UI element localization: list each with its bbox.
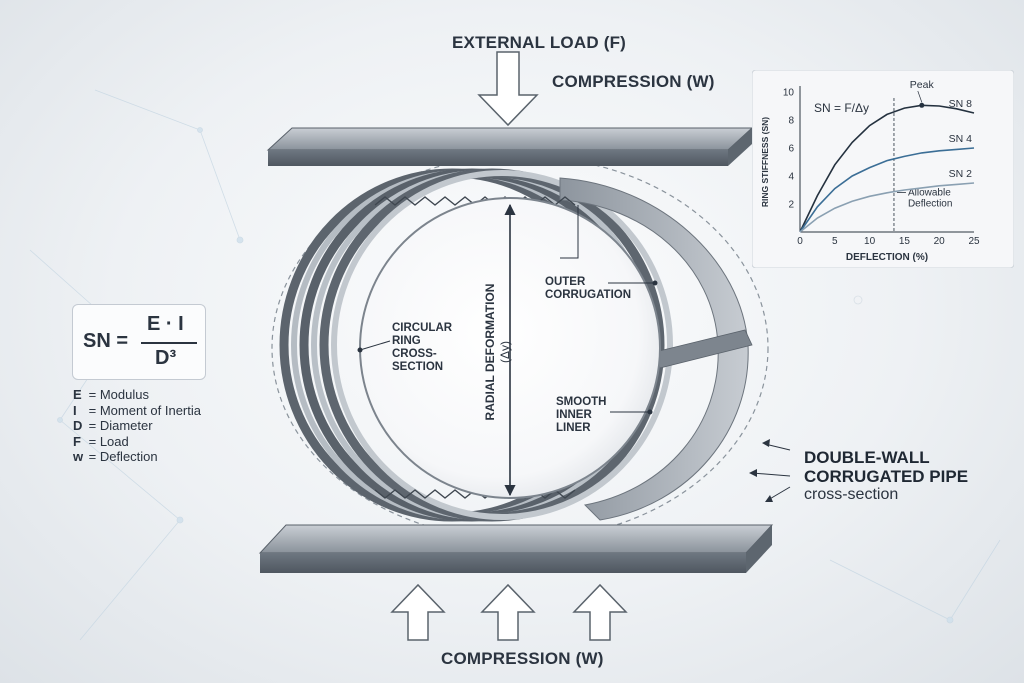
legend-item: D = Diameter: [73, 418, 201, 434]
bottom-plate: [258, 524, 774, 573]
legend-item: I = Moment of Inertia: [73, 403, 201, 419]
circular-ring-label: CIRCULAR RING CROSS- SECTION: [392, 322, 453, 373]
chart-equation: SN = F/Δy: [814, 101, 869, 115]
bottom-compression-arrows: [390, 583, 628, 641]
legend-symbol: E: [73, 387, 82, 402]
y-tick-label: 10: [783, 88, 795, 99]
legend-symbol: D: [73, 418, 83, 433]
legend-symbol: w: [73, 449, 84, 464]
leader-lines: [357, 205, 791, 501]
legend-item: F = Load: [73, 434, 201, 450]
pipe-subtitle: cross-section: [804, 486, 899, 503]
legend-symbol: F: [73, 433, 81, 449]
y-tick-label: 8: [788, 116, 794, 127]
top-compression-arrow: [477, 51, 539, 127]
network-decoration: [29, 89, 1001, 641]
series-label: SN 4: [949, 133, 973, 145]
peak-point: [919, 102, 925, 108]
pipe-title: DOUBLE-WALL CORRUGATED PIPE: [804, 448, 968, 486]
x-tick-label: 5: [832, 236, 838, 247]
legend-symbol: I: [73, 402, 77, 418]
allowable-deflection-label-line1: Allowable: [908, 188, 951, 199]
y-tick-label: 6: [788, 144, 794, 155]
compression-top-label: COMPRESSION (W): [552, 72, 715, 91]
x-tick-label: 0: [797, 236, 803, 247]
legend-text: = Modulus: [88, 387, 149, 402]
x-tick-label: 10: [864, 236, 876, 247]
series-label: SN 8: [949, 98, 973, 110]
outer-corrugation-label: OUTER CORRUGATION: [545, 276, 632, 301]
series-line-sn-4: [799, 147, 975, 233]
formula-numerator: E · I: [147, 313, 184, 335]
compression-bottom-label: COMPRESSION (W): [441, 649, 604, 668]
series-label: SN 2: [949, 168, 973, 180]
x-axis-label: DEFLECTION (%): [846, 252, 928, 263]
y-tick-label: 4: [788, 172, 794, 183]
x-tick-label: 20: [934, 236, 946, 247]
legend-text: = Load: [88, 433, 129, 449]
variable-legend: E = Modulus I = Moment of Inertia D = Di…: [73, 387, 201, 465]
series-line-sn-2: [799, 182, 975, 233]
pipe-title-line1: DOUBLE-WALL: [804, 448, 930, 467]
y-axis-label: RING STIFFNESS (SN): [760, 117, 770, 207]
legend-text: = Moment of Inertia: [88, 402, 201, 418]
top-plate: [266, 127, 754, 166]
formula-fraction-bar: [141, 342, 197, 344]
external-load-label: EXTERNAL LOAD (F): [452, 33, 627, 52]
radial-deformation-symbol: (Δy): [498, 340, 512, 364]
legend-item: E = Modulus: [73, 387, 201, 403]
cut-section: [559, 177, 749, 521]
radial-deformation-label: RADIAL DEFORMATION (Δy): [483, 284, 513, 421]
x-tick-label: 15: [899, 236, 911, 247]
series-line-sn-8: [799, 104, 975, 233]
x-tick-label: 25: [968, 236, 980, 247]
peak-label: Peak: [910, 79, 935, 91]
legend-text: = Deflection: [88, 449, 158, 464]
legend-text: = Diameter: [88, 418, 153, 433]
radial-deformation-text: RADIAL DEFORMATION: [483, 283, 497, 421]
y-tick-label: 2: [788, 200, 794, 211]
pipe-title-line2: CORRUGATED PIPE: [804, 467, 969, 486]
peak-pointer: [917, 90, 923, 103]
legend-item: w = Deflection: [73, 449, 201, 465]
stiffness-formula-box: SN = E · I D³: [72, 304, 206, 380]
smooth-liner-label: SMOOTH INNER LINER: [556, 396, 607, 434]
formula-lhs: SN =: [83, 330, 129, 352]
allowable-deflection-label-line2: Deflection: [908, 199, 952, 210]
formula-denominator: D³: [155, 347, 177, 369]
